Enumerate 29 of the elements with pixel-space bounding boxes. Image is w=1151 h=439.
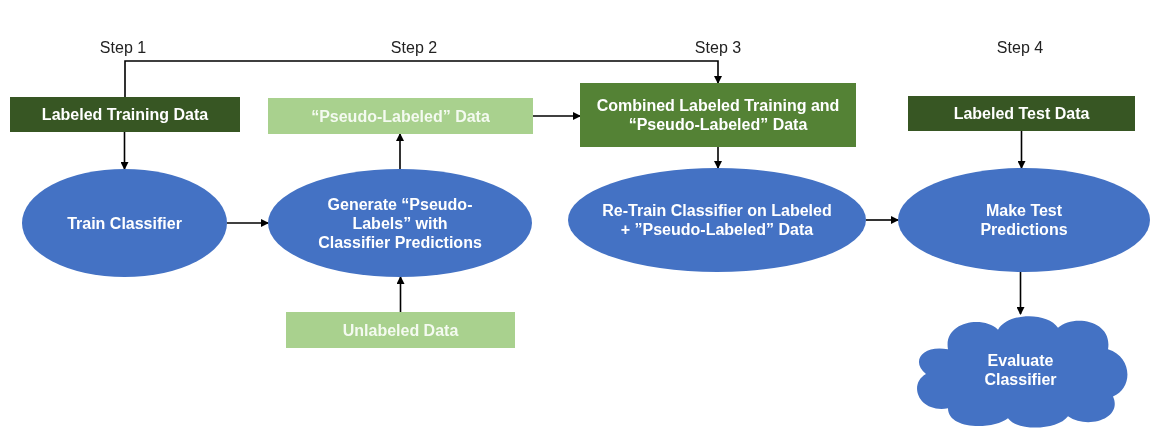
arrow: [714, 146, 722, 169]
step-label: Step 2: [390, 38, 438, 58]
arrow: [120, 131, 129, 170]
arrow: [226, 219, 269, 227]
step-label: Step 4: [996, 38, 1044, 58]
arrow: [124, 60, 722, 98]
arrow: [396, 133, 404, 170]
node-text: “Pseudo-Labeled” Data: [311, 106, 490, 126]
arrow: [1017, 130, 1026, 169]
step-label: Step 3: [694, 38, 742, 58]
node-text: Make Test Predictions: [979, 201, 1069, 239]
node-text: Combined Labeled Training and “Pseudo-Labeled” Data: [595, 96, 841, 134]
step-label: Step 1: [99, 38, 147, 58]
node-text: Re-Train Classifier on Labeled + ”Pseudo-Labeled” Data: [602, 201, 832, 239]
node-text: Labeled Training Data: [41, 105, 209, 124]
node-text: Train Classifier: [67, 213, 182, 233]
data-box: [286, 312, 515, 348]
arrow: [532, 112, 581, 120]
arrow: [396, 276, 405, 313]
arrow: [1016, 271, 1025, 315]
arrow: [865, 216, 899, 224]
data-box: [580, 83, 856, 147]
data-box: [268, 98, 533, 134]
data-box: [908, 96, 1135, 131]
node-text: Generate “Pseudo-Labels” with Classifier Predictions: [317, 194, 483, 252]
node-text: Labeled Test Data: [953, 104, 1090, 123]
node-text: Unlabeled Data: [342, 320, 459, 340]
data-box: [10, 97, 240, 132]
node-text: Evaluate Classifier: [983, 351, 1058, 389]
